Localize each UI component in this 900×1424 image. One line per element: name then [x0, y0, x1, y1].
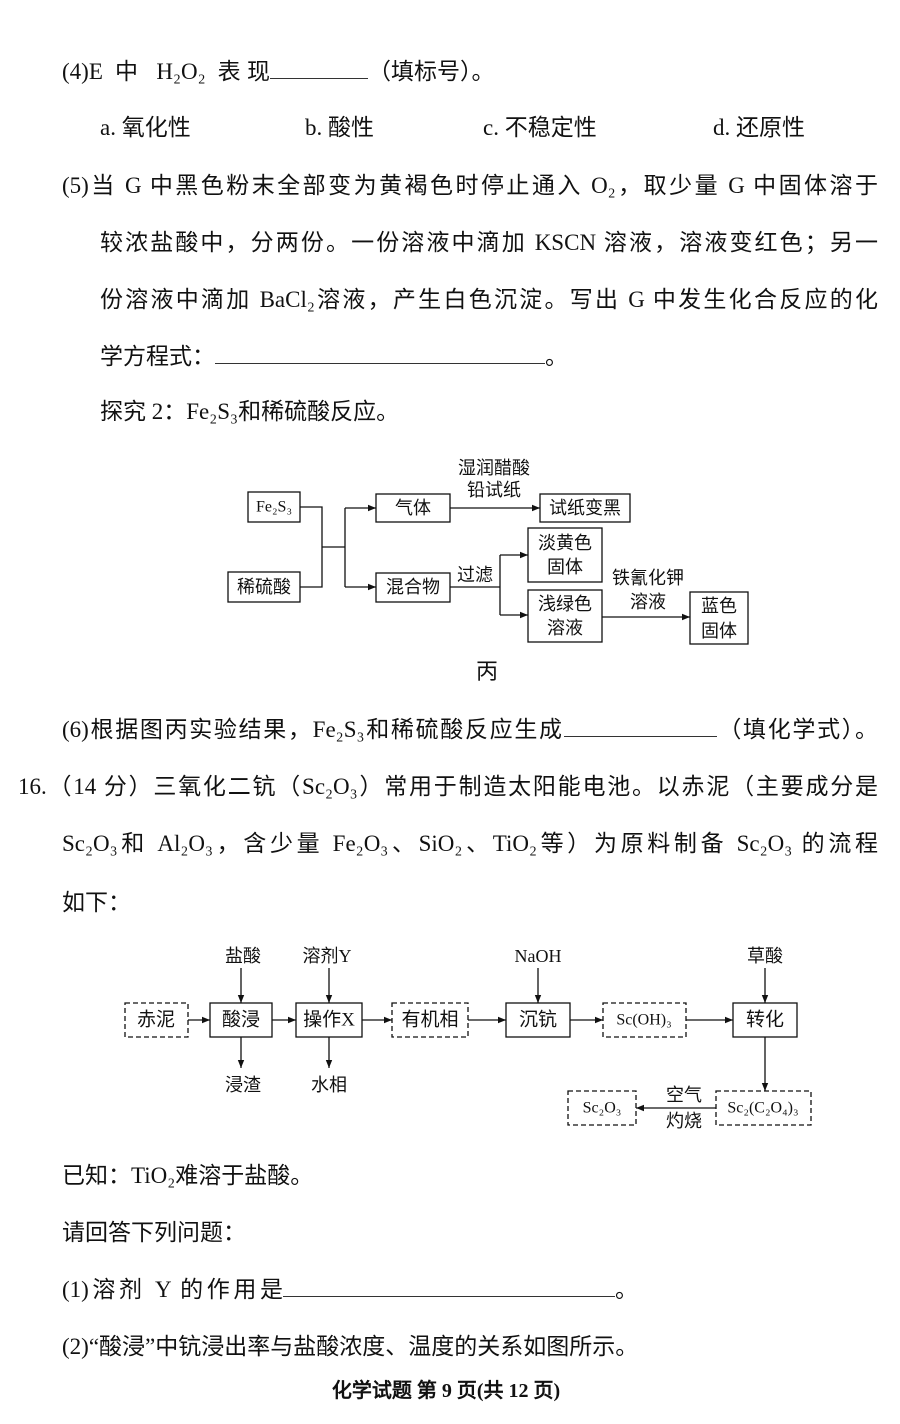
q15-part5-line-1: (5)当 G 中黑色粉末全部变为黄褐色时停止通入 O₂，取少量 G 中固体溶于: [62, 173, 878, 198]
q15-part4-text: (4)E 中 H₂O₂ 表现: [62, 59, 270, 84]
label-solution-line-1: 浅绿色: [538, 594, 592, 614]
label-ferricyanide-line-1: 铁氰化钾: [612, 568, 684, 588]
option-b: b. 酸性: [305, 115, 374, 140]
label-blue-solid-line-1: 蓝色: [701, 596, 737, 616]
label-hydrochloric-acid: 盐酸: [225, 946, 261, 966]
box-scandium-oxide: [567, 1090, 637, 1126]
label-filtration: 过滤: [457, 565, 493, 585]
answer-blank: [283, 1276, 615, 1297]
label-dilute-sulfuric-acid: 稀硫酸: [237, 577, 291, 597]
page-footer: 化学试题 第 9 页(共 12 页): [331, 1380, 561, 1402]
q16-intro-line-3: 如下：: [62, 890, 131, 915]
label-conversion: 转化: [746, 1009, 784, 1031]
box-light-green-solution: [527, 589, 603, 643]
q15-part4-hint: （填标号）。: [368, 59, 495, 84]
option-d: d. 还原性: [713, 115, 805, 140]
label-scandium-oxalate: Sc₂(C₂O₄)₃: [727, 1100, 798, 1117]
label-mixture: 混合物: [386, 577, 440, 597]
label-scandium-hydroxide: Sc(OH)₃: [616, 1012, 671, 1029]
q15-part6: (6)根据图丙实验结果，Fe₂S₃和稀硫酸反应生成 （填化学式）。: [62, 715, 878, 745]
q15-part5-end: 。: [545, 344, 568, 369]
q15-part5-equation-label: 学方程式：: [100, 344, 215, 369]
q16-known-fact: 已知：TiO₂难溶于盐酸。: [62, 1163, 314, 1188]
answer-blank: [563, 716, 717, 737]
label-scandium-oxide: Sc₂O₃: [583, 1100, 622, 1117]
label-gas-reagent-line-2: 铅试纸: [467, 480, 521, 500]
q16-prompt: 请回答下列问题：: [62, 1220, 246, 1245]
option-a: a. 氧化性: [100, 115, 191, 140]
box-paper-blackens: [539, 493, 631, 523]
diagram-caption: 丙: [476, 659, 499, 684]
q16-part1-end: 。: [615, 1277, 638, 1302]
q15-part6-hint: （填化学式）。: [716, 717, 878, 742]
option-c: c. 不稳定性: [483, 115, 597, 140]
q15-part5-line-3: 份溶液中滴加 BaCl₂溶液，产生白色沉淀。写出 G 中发生化合反应的化: [100, 287, 878, 312]
label-air: 空气: [666, 1085, 702, 1105]
label-solvent-y: 溶剂Y: [303, 946, 352, 966]
label-acid-leach: 酸浸: [222, 1009, 260, 1031]
label-leach-residue: 浸渣: [225, 1075, 261, 1095]
label-operation-x: 操作X: [303, 1009, 355, 1031]
label-fe2s3: Fe₂S₃: [256, 499, 292, 516]
q15-part6-text: (6)根据图丙实验结果，Fe₂S₃和稀硫酸反应生成: [62, 717, 564, 742]
label-oxalic-acid: 草酸: [747, 946, 783, 966]
connector-line: [300, 506, 323, 588]
q15-part5-line-2: 较浓盐酸中，分两份。一份溶液中滴加 KSCN 溶液，溶液变红色；另一: [100, 230, 878, 255]
answer-blank: [215, 343, 545, 364]
label-solid-line-2: 固体: [547, 557, 583, 577]
explore-2-heading: 探究 2：Fe₂S₃和稀硫酸反应。: [100, 399, 400, 424]
process-flow-diagram: 盐酸 溶剂Y NaOH 草酸 赤泥 酸浸 操作X 有机相 沉钪 Sc(OH)₃ …: [124, 946, 812, 1131]
q16-part2: (2)“酸浸”中钪浸出率与盐酸浓度、温度的关系如图所示。: [62, 1334, 639, 1359]
q16-part1: (1)溶剂 Y 的作用是 。: [62, 1275, 638, 1305]
label-calcine: 灼烧: [666, 1111, 702, 1131]
label-solid-line-1: 淡黄色: [538, 533, 592, 553]
label-naoh: NaOH: [515, 946, 562, 966]
label-precipitate-scandium: 沉钪: [519, 1009, 557, 1031]
label-ferricyanide-line-2: 溶液: [630, 592, 666, 612]
box-blue-solid: [689, 591, 749, 645]
box-pale-yellow-solid: [527, 527, 603, 583]
q16-intro-line-1: 16.（14 分）三氧化二钪（Sc₂O₃）常用于制造太阳能电池。以赤泥（主要成分…: [18, 774, 878, 799]
q16-intro-line-2: Sc₂O₃和 Al₂O₃，含少量 Fe₂O₃、SiO₂、TiO₂等）为原料制备 …: [62, 831, 878, 856]
label-red-mud: 赤泥: [137, 1009, 175, 1031]
label-organic-phase: 有机相: [401, 1009, 458, 1031]
label-paper-blackens: 试纸变黑: [549, 498, 621, 518]
answer-blank: [270, 58, 368, 79]
label-gas-reagent-line-1: 湿润醋酸: [458, 458, 530, 478]
label-blue-solid-line-2: 固体: [701, 621, 737, 641]
label-gas: 气体: [395, 498, 431, 518]
label-aqueous-phase: 水相: [311, 1075, 347, 1095]
q15-part5-line-4: 学方程式： 。: [100, 342, 568, 372]
label-solution-line-2: 溶液: [547, 618, 583, 638]
q16-part1-text: (1)溶剂 Y 的作用是: [62, 1277, 283, 1302]
q15-part4: (4)E 中 H₂O₂ 表现 （填标号）。: [62, 57, 495, 87]
diagram-bing: Fe₂S₃ 稀硫酸 气体 湿润醋酸 铅试纸 试纸变黑 混合物 过滤 淡黄色 固体…: [227, 458, 749, 645]
